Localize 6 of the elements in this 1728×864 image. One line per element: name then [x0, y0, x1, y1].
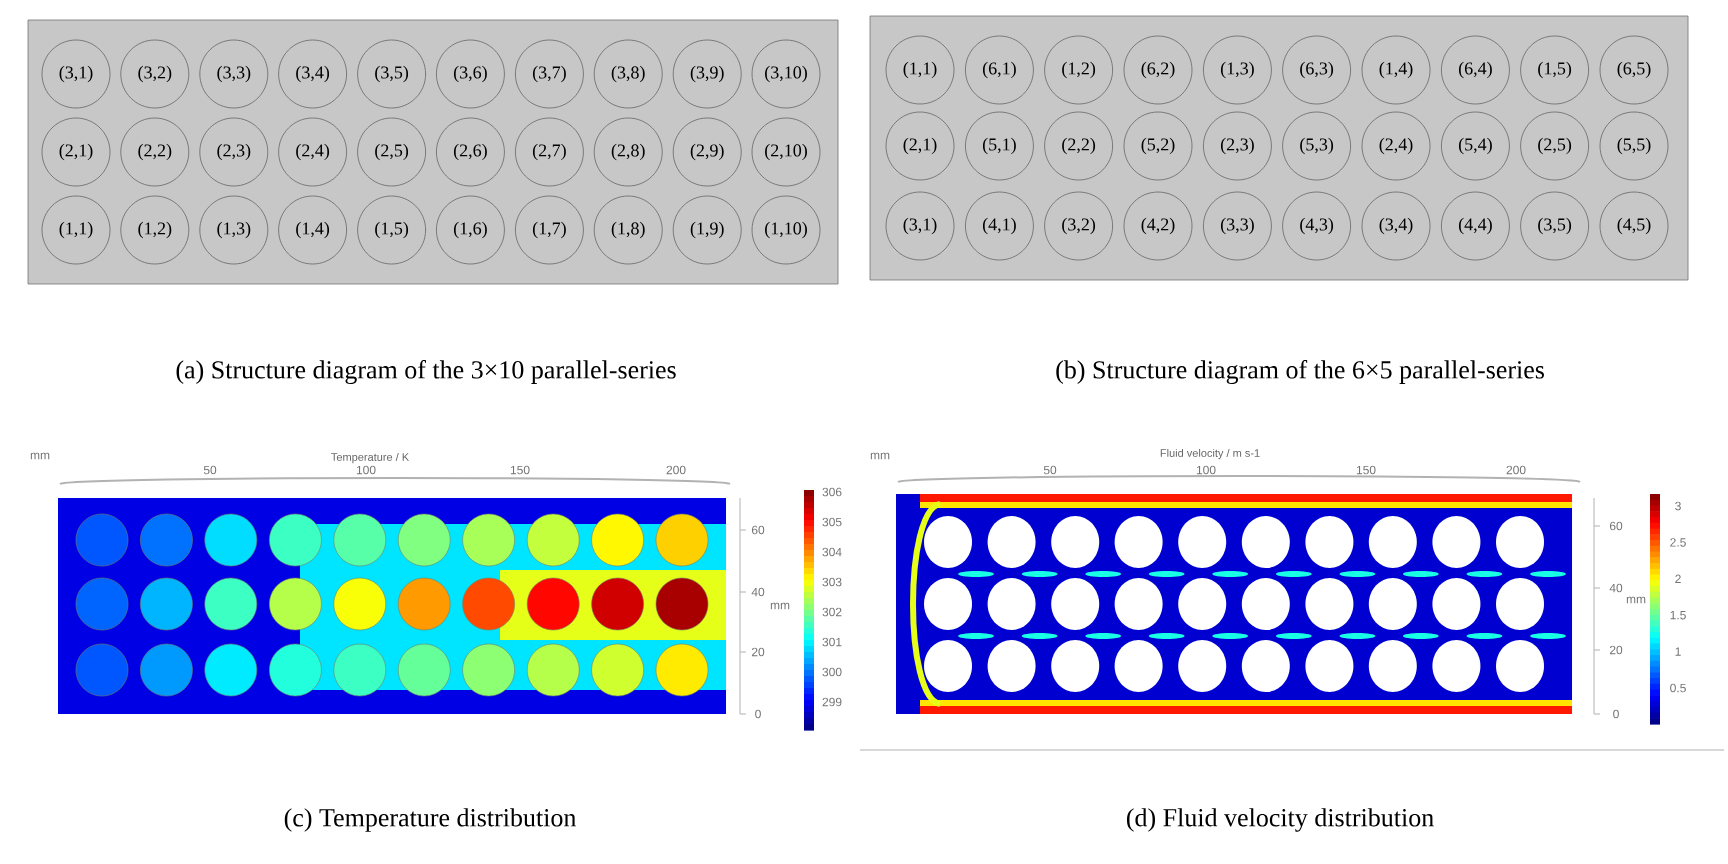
- figure-caption: (b) Structure diagram of the 6×5 parallel-series: [1056, 360, 1544, 384]
- figure-caption: (a) Structure diagram of the 3×10 parallel-series: [176, 360, 676, 384]
- layout-panel: [869, 15, 1689, 281]
- figure-caption: (d) Fluid velocity distribution: [1126, 808, 1434, 832]
- figure-caption: (c) Temperature distribution: [284, 808, 577, 832]
- layout-panel: [27, 19, 839, 285]
